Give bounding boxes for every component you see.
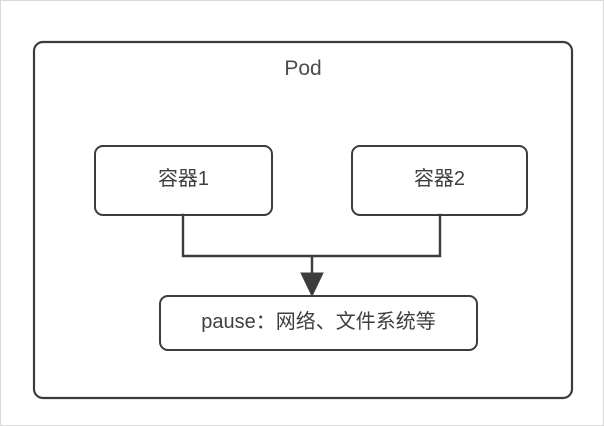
page-edge-left <box>0 0 1 426</box>
container-1-label: 容器1 <box>157 168 210 190</box>
pause-container-box <box>159 295 478 351</box>
pod-title-label: Pod <box>284 57 322 80</box>
down-arrow-icon <box>300 272 324 298</box>
page-edge-top <box>0 0 604 1</box>
pause-container-label: pause：网络、文件系统等 <box>201 311 436 333</box>
container-2-label: 容器2 <box>413 168 466 190</box>
